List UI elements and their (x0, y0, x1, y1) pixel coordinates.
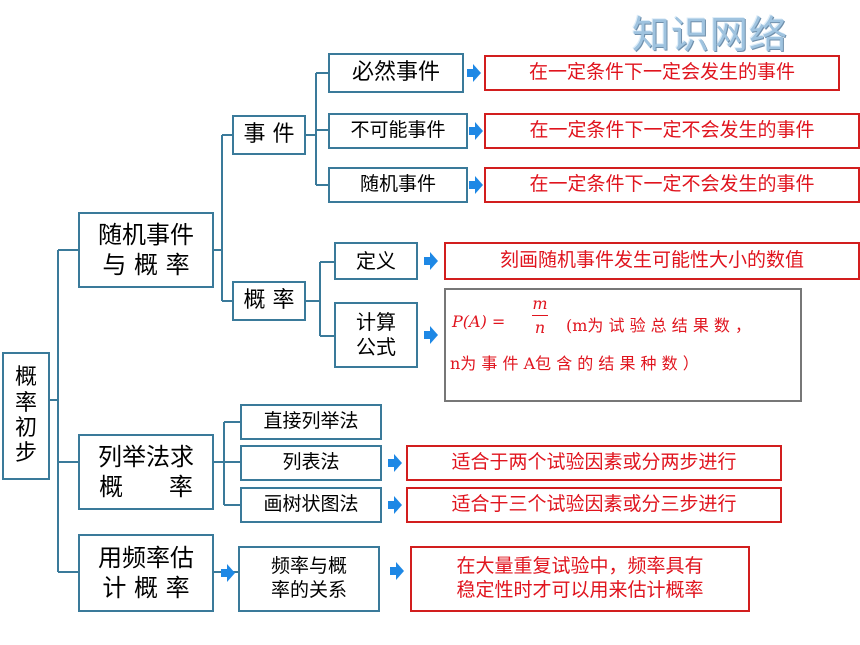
definition-desc: 刻画随机事件发生可能性大小的数值 (444, 242, 860, 280)
formula-box: P(A) = m n (m为 试 验 总 结 果 数 ， n为 事 件 A包 含… (444, 288, 802, 402)
definition-node: 定义 (334, 242, 418, 280)
formula-node: 计算 公式 (334, 302, 418, 368)
method-direct: 直接列举法 (240, 404, 382, 440)
method-tree-desc: 适合于三个试验因素或分三步进行 (406, 487, 782, 523)
formula-lhs: P(A) = (452, 312, 506, 331)
method-table: 列表法 (240, 445, 382, 481)
arrow-right-icon (388, 454, 402, 472)
event-type-impossible: 不可能事件 (328, 113, 468, 149)
frequency-relation-node: 频率与概 率的关系 (238, 546, 380, 612)
event-desc-random: 在一定条件下一定不会发生的事件 (484, 167, 860, 203)
event-desc-impossible: 在一定条件下一定不会发生的事件 (484, 113, 860, 149)
frequency-relation-desc: 在大量重复试验中，频率具有 稳定性时才可以用来估计概率 (410, 546, 750, 612)
arrow-right-icon (469, 176, 483, 194)
formula-fraction: m n (532, 294, 548, 337)
formula-line1: (m为 试 验 总 结 果 数 ， (566, 316, 752, 335)
event-type-random: 随机事件 (328, 167, 468, 203)
branch-enumeration: 列举法求 概 率 (78, 434, 214, 510)
method-table-desc: 适合于两个试验因素或分两步进行 (406, 445, 782, 481)
branch-random-events-probability: 随机事件 与 概 率 (78, 212, 214, 288)
arrow-right-icon (424, 326, 438, 344)
probability-node: 概 率 (232, 281, 306, 321)
arrow-right-icon (424, 252, 438, 270)
events-node: 事 件 (232, 115, 306, 155)
page-title: 知识网络 (632, 13, 789, 57)
arrow-right-icon (467, 64, 481, 82)
root-node: 概 率 初 步 (2, 352, 50, 480)
arrow-right-icon (388, 496, 402, 514)
arrow-right-icon (221, 564, 235, 582)
formula-numerator: m (532, 294, 548, 313)
event-type-certain: 必然事件 (328, 53, 464, 93)
formula-denominator: n (534, 318, 546, 337)
arrow-right-icon (390, 562, 404, 580)
method-tree: 画树状图法 (240, 487, 382, 523)
branch-frequency-estimate: 用频率估 计 概 率 (78, 534, 214, 612)
event-desc-certain: 在一定条件下一定会发生的事件 (484, 55, 840, 91)
arrow-right-icon (469, 122, 483, 140)
formula-line2: n为 事 件 A包 含 的 结 果 种 数 ） (450, 354, 699, 373)
